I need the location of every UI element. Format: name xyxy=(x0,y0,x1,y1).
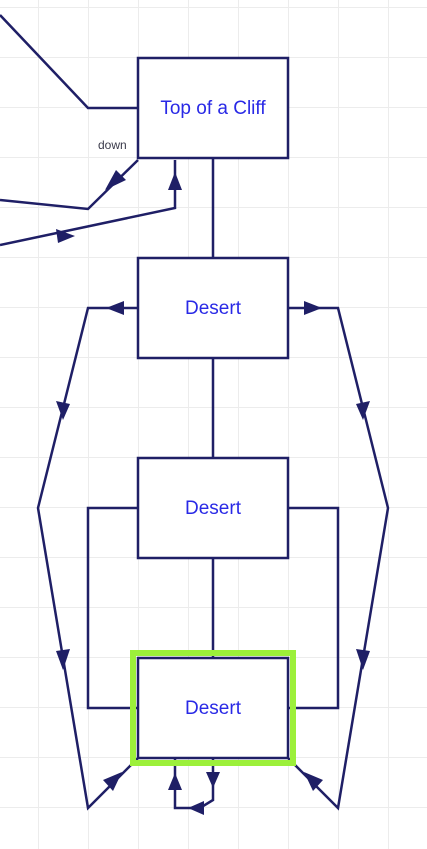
room-label: Desert xyxy=(185,298,242,319)
arrow-left-loop-down xyxy=(56,401,70,420)
room-box xyxy=(136,56,290,160)
loop-left-inner xyxy=(86,506,138,710)
arrow-into-desert3-right xyxy=(304,772,323,791)
edge-label-down: down xyxy=(98,138,127,152)
arrow-up-into-cliff xyxy=(168,172,182,190)
room-desert-3-current[interactable]: Desert xyxy=(136,656,290,760)
arrow-self-loop-left xyxy=(188,801,204,815)
room-label: Desert xyxy=(185,698,242,719)
room-label: Desert xyxy=(185,498,242,519)
arrow-self-loop-up xyxy=(168,773,182,790)
room-desert-2[interactable]: Desert xyxy=(136,456,290,560)
exit-line-down xyxy=(0,159,139,211)
loop-right-inner xyxy=(288,506,340,710)
arrow-right-loop-down xyxy=(356,401,370,420)
arrow-self-loop-down xyxy=(206,772,220,788)
room-box xyxy=(136,256,290,360)
room-top-of-cliff[interactable]: Top of a Cliff xyxy=(136,56,290,160)
current-room-highlight xyxy=(130,650,296,766)
arrow-left-loop-down-2 xyxy=(56,649,70,670)
arrow-into-desert3-left xyxy=(103,772,122,791)
arrow-right-loop-down-2 xyxy=(356,649,370,670)
arrow-up-exit xyxy=(56,229,75,243)
room-desert-1[interactable]: Desert xyxy=(136,256,290,360)
arrow-down-from-cliff xyxy=(105,170,126,190)
room-box xyxy=(136,656,290,760)
exit-line-northwest xyxy=(0,14,138,110)
arrow-desert1-left xyxy=(106,301,124,315)
room-box xyxy=(136,456,290,560)
loop-left-outer xyxy=(36,306,139,811)
arrow-desert1-right xyxy=(304,301,322,315)
room-label: Top of a Cliff xyxy=(160,98,266,119)
